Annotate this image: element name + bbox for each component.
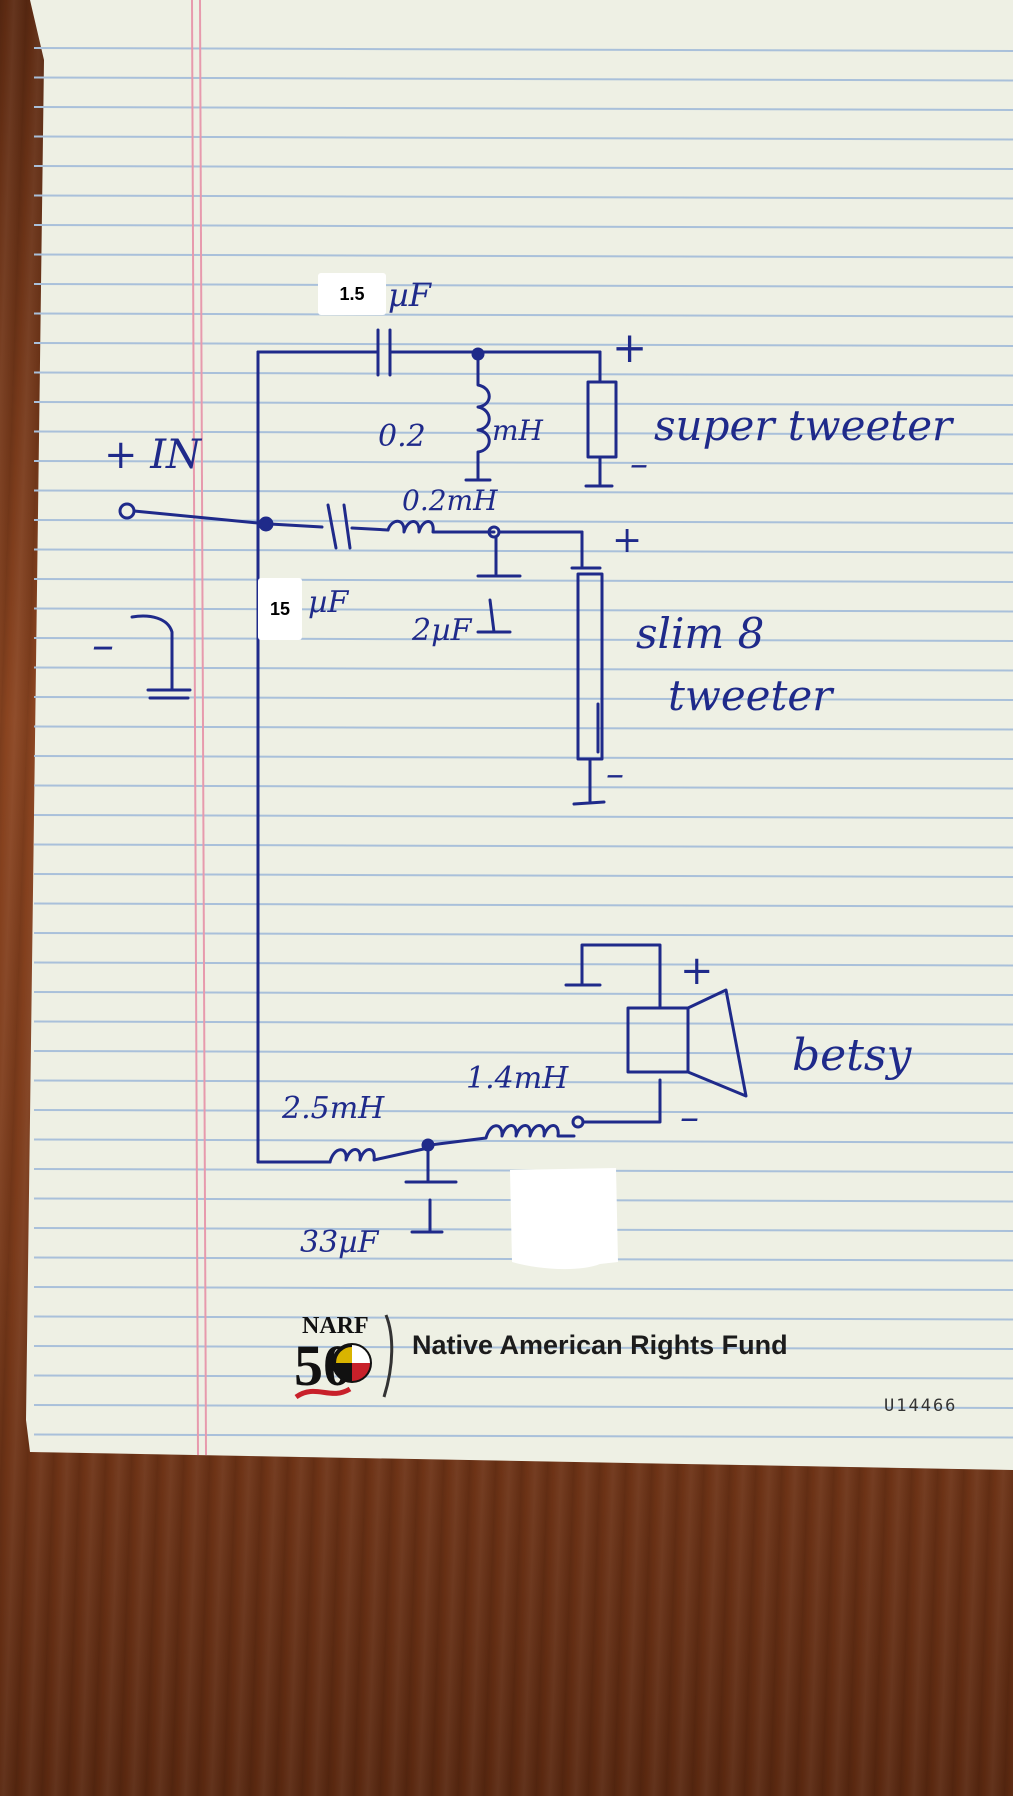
- input-plus-terminal: [118, 502, 136, 520]
- slim-tweeter-label-line1: slim 8: [636, 609, 764, 658]
- narf-logo: NARF 50: [294, 1313, 394, 1400]
- input-plus-label: + IN: [104, 432, 203, 478]
- ruled-line: [33, 932, 1013, 937]
- c3-label: 2µF: [411, 613, 473, 648]
- betsy-minus: –: [680, 1095, 699, 1139]
- l3-label: 2.5mH: [281, 1091, 385, 1126]
- ruled-line: [33, 312, 1013, 318]
- ruled-line: [33, 519, 1013, 524]
- c1-unit-label: µF: [388, 276, 433, 314]
- ruled-line: [33, 784, 1013, 790]
- l2-label: 0.2mH: [402, 484, 498, 517]
- ruled-line: [33, 607, 1013, 613]
- ruled-line: [33, 47, 1013, 52]
- betsy-label: betsy: [792, 1030, 912, 1081]
- c1-value-box: 1.5: [318, 273, 386, 315]
- redaction-patch: [510, 1168, 618, 1270]
- ruled-line: [33, 843, 1013, 849]
- ruled-line: [33, 253, 1013, 259]
- l4-label: 1.4mH: [466, 1061, 569, 1096]
- slim-tweeter-label-line2: tweeter: [668, 671, 835, 720]
- capacitor-c2: [326, 503, 352, 550]
- brand-name: Native American Rights Fund: [412, 1330, 788, 1360]
- l1-unit-label: mH: [492, 414, 544, 447]
- betsy-plus: +: [680, 948, 714, 994]
- super-tweeter-speaker: [586, 380, 618, 459]
- inductor-l4: [428, 1124, 576, 1147]
- ruled-line: [33, 961, 1013, 967]
- inductor-l1: [464, 354, 492, 482]
- ruled-line: [33, 578, 1013, 583]
- super-tweeter-minus: –: [630, 444, 648, 485]
- ruled-line: [33, 283, 1013, 288]
- woofer-speaker: [626, 988, 748, 1098]
- form-code: U14466: [884, 1396, 958, 1416]
- ruled-line: [33, 873, 1013, 878]
- ruled-line: [33, 106, 1013, 111]
- ruled-line: [33, 460, 1013, 465]
- inductor-l2: [386, 519, 496, 534]
- inductor-l3: [328, 1146, 430, 1164]
- slim-tweeter-minus: –: [606, 754, 624, 795]
- ruled-line: [33, 135, 1013, 141]
- ruled-line: [33, 371, 1013, 377]
- ruled-line: [33, 342, 1013, 347]
- capacitor-c4: [404, 1148, 458, 1234]
- ruled-line: [33, 430, 1013, 436]
- ruled-line: [33, 401, 1013, 406]
- ruled-line: [33, 696, 1013, 701]
- c2-unit-label: µF: [308, 585, 349, 620]
- ruled-line: [33, 194, 1013, 200]
- ruled-line: [33, 666, 1013, 672]
- ruled-line: [33, 489, 1013, 495]
- ruled-line: [33, 224, 1013, 229]
- l1-value-label: 0.2: [378, 419, 426, 454]
- ruled-line: [33, 637, 1013, 642]
- super-tweeter-label: super tweeter: [654, 401, 955, 450]
- capacitor-c1: [376, 328, 392, 377]
- ruled-line: [33, 902, 1013, 908]
- input-minus-label: –: [92, 620, 114, 671]
- ruled-line: [33, 755, 1013, 760]
- slim-tweeter-plus: +: [612, 520, 642, 561]
- narf-acronym: NARF: [302, 1313, 369, 1339]
- ruled-line: [33, 814, 1013, 819]
- c4-label: 33µF: [300, 1225, 380, 1260]
- super-tweeter-plus: +: [612, 323, 647, 372]
- input-minus-terminal: [130, 614, 192, 700]
- capacitor-c3: [476, 535, 522, 634]
- feather-icon: [382, 1314, 394, 1398]
- ruled-line: [33, 548, 1013, 554]
- ruled-line: [33, 725, 1013, 731]
- ruled-line: [33, 165, 1013, 170]
- c2-value-box: 15: [258, 578, 302, 640]
- ruled-line: [33, 991, 1013, 996]
- ruled-line: [33, 76, 1013, 82]
